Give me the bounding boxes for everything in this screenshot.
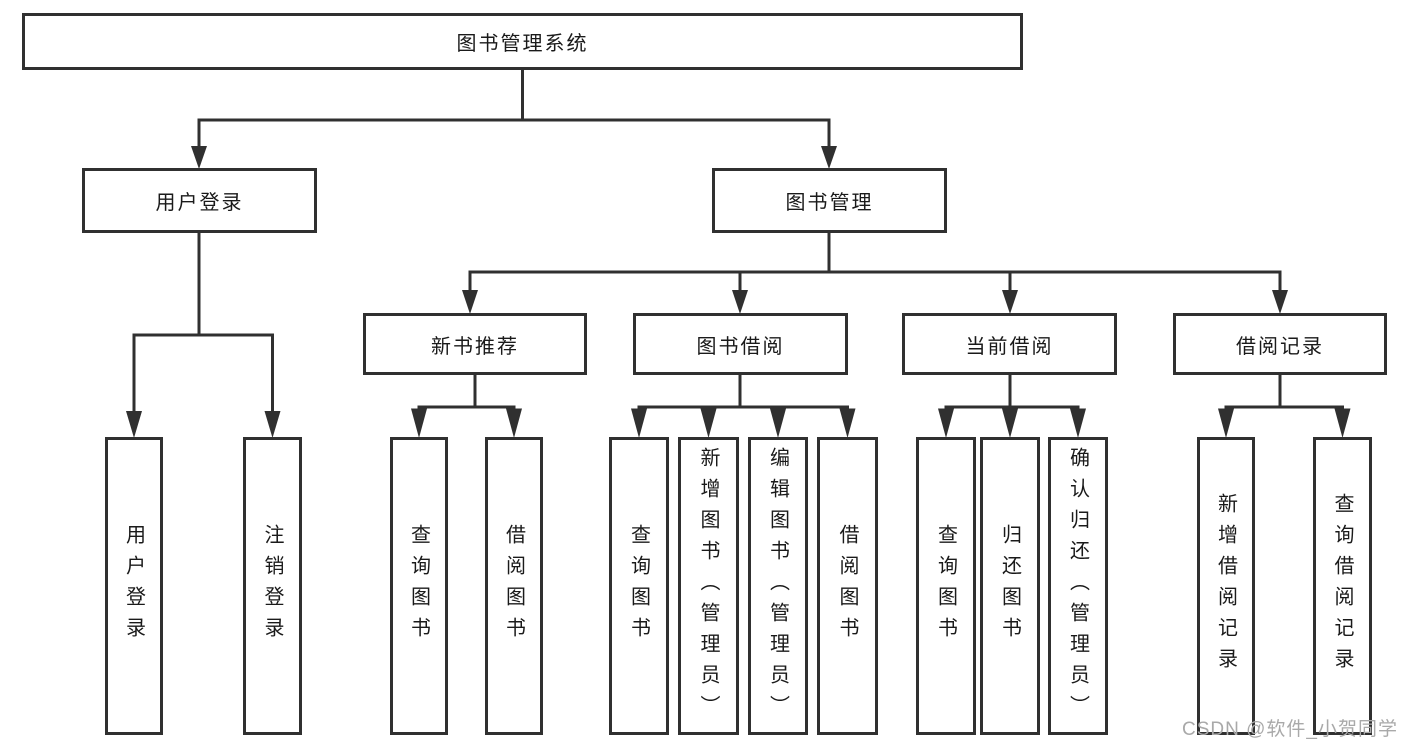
arrow-head bbox=[191, 146, 207, 169]
node-leaf-query-books-3: 查询图书 bbox=[916, 437, 976, 735]
arrow-head bbox=[1272, 290, 1288, 314]
connector-book-management-to-level2 bbox=[462, 231, 1288, 314]
node-borrowing-records: 借阅记录 bbox=[1173, 313, 1387, 375]
node-book-borrowing: 图书借阅 bbox=[633, 313, 848, 375]
node-leaf-user-login: 用户登录 bbox=[105, 437, 163, 735]
leaf-label: 查询图书 bbox=[934, 524, 957, 648]
leaf-label: 新增图书（管理员） bbox=[697, 446, 719, 726]
arrow-head bbox=[938, 408, 954, 438]
node-book-borrowing-label: 图书借阅 bbox=[696, 335, 785, 358]
watermark: CSDN @软件_小贺同学 bbox=[1182, 719, 1398, 740]
connector-current-borrowing-to-leaves bbox=[938, 373, 1086, 438]
connector-root-to-level1 bbox=[191, 68, 837, 169]
arrow-head bbox=[770, 408, 786, 438]
node-book-management-label: 图书管理 bbox=[785, 192, 874, 214]
arrow-head bbox=[1002, 290, 1018, 314]
arrow-head bbox=[1002, 408, 1018, 438]
node-leaf-return-books: 归还图书 bbox=[980, 437, 1040, 735]
node-leaf-confirm-return-admin: 确认归还（管理员） bbox=[1048, 437, 1108, 735]
node-root-label: 图书管理系统 bbox=[456, 33, 589, 55]
leaf-label: 查询图书 bbox=[407, 524, 430, 648]
leaf-label: 查询借阅记录 bbox=[1331, 493, 1353, 679]
leaf-label: 借阅图书 bbox=[836, 524, 858, 648]
arrow-head bbox=[411, 408, 427, 438]
leaf-label: 借阅图书 bbox=[502, 524, 525, 648]
node-leaf-add-books-admin: 新增图书（管理员） bbox=[678, 437, 739, 735]
arrow-head bbox=[1334, 408, 1351, 438]
arrow-head bbox=[821, 146, 837, 169]
node-user-login-label: 用户登录 bbox=[155, 192, 244, 214]
arrow-head bbox=[732, 290, 748, 314]
node-user-login: 用户登录 bbox=[82, 168, 317, 233]
connector-user-login-to-leaves bbox=[126, 231, 281, 438]
node-leaf-query-borrow-record: 查询借阅记录 bbox=[1313, 437, 1372, 735]
leaf-label: 用户登录 bbox=[122, 524, 145, 648]
connector-book-borrowing-to-leaves bbox=[631, 373, 856, 438]
arrow-head bbox=[264, 411, 281, 438]
leaf-label: 确认归还（管理员） bbox=[1066, 446, 1089, 726]
node-new-book-recommend-label: 新书推荐 bbox=[431, 335, 519, 358]
leaf-label: 查询图书 bbox=[627, 524, 650, 648]
connector-borrowing-records-to-leaves bbox=[1218, 373, 1351, 438]
arrow-head bbox=[839, 408, 856, 438]
arrow-head bbox=[126, 411, 142, 438]
node-leaf-edit-books-admin: 编辑图书（管理员） bbox=[748, 437, 808, 735]
node-leaf-borrow-books-1: 借阅图书 bbox=[485, 437, 543, 735]
node-current-borrowing-label: 当前借阅 bbox=[965, 335, 1054, 358]
node-leaf-logout: 注销登录 bbox=[243, 437, 302, 735]
leaf-label: 注销登录 bbox=[261, 524, 283, 648]
arrow-head bbox=[700, 408, 717, 438]
arrow-head bbox=[1218, 408, 1234, 438]
node-leaf-query-books-2: 查询图书 bbox=[609, 437, 669, 735]
node-leaf-add-borrow-record: 新增借阅记录 bbox=[1197, 437, 1255, 735]
arrow-head bbox=[631, 408, 647, 438]
node-book-management: 图书管理 bbox=[712, 168, 947, 233]
node-new-book-recommend: 新书推荐 bbox=[363, 313, 587, 375]
node-leaf-borrow-books-2: 借阅图书 bbox=[817, 437, 878, 735]
node-leaf-query-books-1: 查询图书 bbox=[390, 437, 448, 735]
arrow-head bbox=[506, 408, 522, 438]
leaf-label: 归还图书 bbox=[998, 524, 1021, 648]
node-borrowing-records-label: 借阅记录 bbox=[1236, 335, 1324, 358]
node-current-borrowing: 当前借阅 bbox=[902, 313, 1117, 375]
arrow-head bbox=[1070, 408, 1086, 438]
connector-new-book-recommend-to-leaves bbox=[411, 373, 522, 438]
node-root: 图书管理系统 bbox=[22, 13, 1023, 70]
leaf-label: 编辑图书（管理员） bbox=[766, 446, 789, 726]
leaf-label: 新增借阅记录 bbox=[1214, 493, 1237, 679]
arrow-head bbox=[462, 290, 478, 314]
